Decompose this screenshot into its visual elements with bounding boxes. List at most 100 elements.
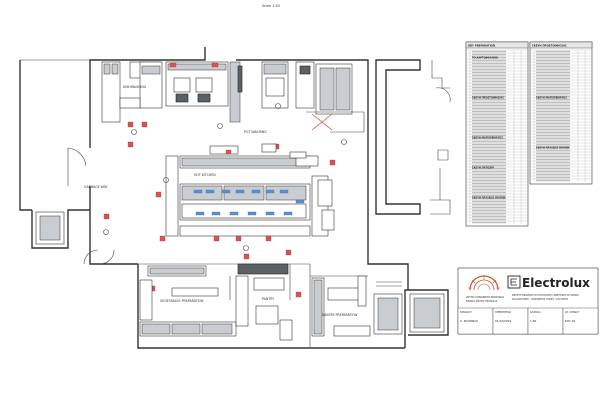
table-row-text xyxy=(536,131,571,134)
table-row-text xyxy=(472,182,507,185)
bakery-area: BAKERY PREPARATION xyxy=(311,275,371,337)
scale-label: Scale 1:50 xyxy=(262,4,280,8)
table-row-text xyxy=(472,110,507,113)
table-row-text xyxy=(536,161,571,164)
right-structure xyxy=(375,59,451,215)
dishwashing-area: DISHWASHING xyxy=(101,61,163,123)
table-row-text xyxy=(472,161,507,164)
table-row-text xyxy=(536,104,571,107)
table-row-text xyxy=(536,92,571,95)
table-row-text xyxy=(472,140,507,143)
top-right-cold-room xyxy=(306,63,365,133)
brand-logo: Electrolux xyxy=(507,275,590,290)
table-row-text xyxy=(536,71,571,74)
title-block-cell-label: ΗΜΕΡΟΜΗΝΙΑ xyxy=(495,311,511,314)
table-row-text xyxy=(536,95,571,98)
label-hot-kitchen: HOT KITCHEN xyxy=(194,173,216,177)
table-row-text xyxy=(472,116,507,119)
table-row-text xyxy=(472,128,507,131)
table-row-text xyxy=(472,89,507,92)
table-row-text xyxy=(472,50,507,53)
table-row-text xyxy=(536,146,571,149)
table-row-text xyxy=(536,65,571,68)
table-row-text xyxy=(536,173,571,176)
table-row-text xyxy=(472,71,507,74)
table-row-text xyxy=(536,107,571,110)
title-block-cell-label: ΑΡ. ΣΧΕΔΙΟΥ xyxy=(565,311,580,314)
table-row-text xyxy=(536,113,571,116)
table-row-text xyxy=(472,131,507,134)
table-right-section-1: ΣΚΕΥΗ ΜΑΓΕΙΡΕΜΑΤΟΣ xyxy=(536,97,567,100)
table-row-text xyxy=(472,143,507,146)
table-row-text xyxy=(472,152,507,155)
table-row-text xyxy=(472,185,507,188)
table-left-section-1: ΤΟ ΧΑΡΤΟΦΥΛΑΚΙΟ xyxy=(472,57,498,60)
pantry-area: VEGETABLES PREPARATION xyxy=(139,265,237,337)
title-block-cell-value: ΚΟΥ-01 xyxy=(565,319,576,323)
table-row-text xyxy=(536,140,571,143)
table-row-text xyxy=(536,77,571,80)
table-row-text xyxy=(536,80,571,83)
table-row-text xyxy=(536,179,571,182)
table-row-text xyxy=(536,98,571,101)
table-row-text xyxy=(472,98,507,101)
table-row-text xyxy=(536,86,571,89)
table-left-section-3: ΣΚΕΥΗ ΜΑΓΕΙΡΕΜΑΤΟΣ xyxy=(472,137,503,140)
table-row-text xyxy=(536,53,571,56)
table-row-text xyxy=(472,77,507,80)
table-row-text xyxy=(472,104,507,107)
table-row-text xyxy=(472,170,507,173)
label-vegetables-preparation: VEGETABLES PREPARATION xyxy=(160,299,204,303)
table-row-text xyxy=(472,56,507,59)
table-row-text xyxy=(472,212,507,215)
table-row-text xyxy=(472,194,507,197)
table-row-text xyxy=(472,215,507,218)
title-block-cell-value: 01/12/2019 xyxy=(495,319,511,323)
table-row-text xyxy=(472,173,507,176)
table-row-text xyxy=(472,179,507,182)
right-island-equipment: GARBAGE WAY xyxy=(84,143,335,231)
table-row-text xyxy=(472,92,507,95)
table-row-text xyxy=(536,101,571,104)
table-row-text xyxy=(536,128,571,131)
table-row-text xyxy=(472,155,507,158)
table-row-text xyxy=(472,59,507,62)
title-block-cell-label: ΚΛΙΜΑΚΑ xyxy=(530,311,541,314)
table-row-text xyxy=(536,74,571,77)
table-row-text xyxy=(536,143,571,146)
client-name-1: ΙΔΡΥΜΑ ΚΟΙΝΩΝΙΚΗΣ ΦΡΟΝΤΙΔΑΣ xyxy=(466,296,505,299)
table-row-text xyxy=(472,203,507,206)
table-left-section-5: ΣΚΕΥΗ ΠΛΥΣΕΩΣ ΠΙΑΤΩΝ xyxy=(472,197,505,200)
table-row-text xyxy=(536,155,571,158)
project-line-1: ΜΕΛΕΤΗ ΕΦΑΡΜΟΓΗΣ ΕΞΟΠΛΙΣΜΟΥ ΚΕΝΤΡΙΚΗΣ ΚΟ… xyxy=(512,294,579,297)
table-row-text xyxy=(536,137,571,140)
table-row-text xyxy=(536,125,571,128)
table-row-text xyxy=(472,113,507,116)
title-block-cell-value: 1:50 xyxy=(530,319,537,323)
table-right-section-2: ΣΚΕΥΗ ΠΛΥΣΕΩΣ ΠΙΑΤΩΝ xyxy=(536,147,569,150)
table-left-title: DRY PREPARATION xyxy=(468,44,495,48)
table-row-text xyxy=(472,137,507,140)
title-block-cell xyxy=(457,307,494,335)
table-row-text xyxy=(536,89,571,92)
table-row-text xyxy=(536,134,571,137)
table-row-text xyxy=(472,107,507,110)
equipment-table-right: ΣΚΕΥΗ ΠΡΟΕΤΟΙΜΑΣΙΑΣ ΣΚΕΥΗ ΜΑΓΕΙΡΕΜΑΤΟΣ Σ… xyxy=(529,41,593,185)
table-row-text xyxy=(472,122,507,125)
table-left-section-4: ΣΚΕΥΗ ΠΑΤΙΣΕΡΙ xyxy=(472,167,494,170)
brand-name: Electrolux xyxy=(522,276,590,290)
table-row-text xyxy=(472,158,507,161)
table-row-text xyxy=(472,209,507,212)
table-row-text xyxy=(536,119,571,122)
table-row-text xyxy=(472,146,507,149)
table-row-text xyxy=(472,68,507,71)
title-block-cell xyxy=(527,307,564,335)
table-row-text xyxy=(472,206,507,209)
table-row-text xyxy=(472,191,507,194)
title-block-cell xyxy=(562,307,599,335)
table-row-text xyxy=(472,176,507,179)
client-name-2: ΕΘΝΙΚΟ ΙΔΡΥΜΑ ΠΡΟΝΟΙΑΣ xyxy=(466,300,498,303)
cold-room-lower-right xyxy=(373,281,445,335)
left-vestibule xyxy=(35,211,115,265)
